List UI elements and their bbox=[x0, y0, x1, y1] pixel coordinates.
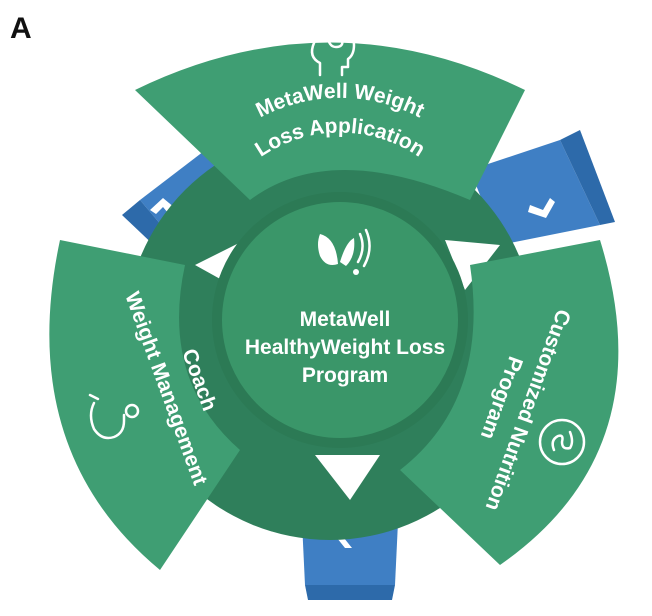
center-title-line-2: HealthyWeight Loss bbox=[245, 336, 445, 359]
center-circle bbox=[222, 202, 458, 438]
stethoscope-icon bbox=[88, 393, 140, 440]
segment-shape bbox=[49, 240, 240, 570]
segment-nutrition: Customized Nutrition Program bbox=[400, 240, 619, 565]
center-title-line-3: Program bbox=[302, 364, 388, 387]
connector-top-right bbox=[470, 130, 615, 245]
segment-shape bbox=[135, 42, 525, 200]
connector-band-shade bbox=[305, 585, 395, 600]
segment-coach: Weight Management Coach bbox=[49, 240, 240, 570]
panel-label: A bbox=[10, 12, 32, 45]
head-brain-icon bbox=[310, 25, 356, 77]
gap-bottom bbox=[315, 455, 380, 500]
stomach-icon bbox=[538, 418, 586, 466]
connector-band bbox=[470, 140, 600, 245]
chevron-down-right-icon bbox=[528, 198, 555, 218]
segment-application: MetaWell Weight Loss Application bbox=[135, 25, 525, 200]
segment-shape bbox=[400, 240, 619, 565]
connector-band-shade bbox=[560, 130, 615, 225]
center-title-line-1: MetaWell bbox=[300, 308, 391, 331]
butterfly-logo-icon bbox=[318, 228, 371, 275]
